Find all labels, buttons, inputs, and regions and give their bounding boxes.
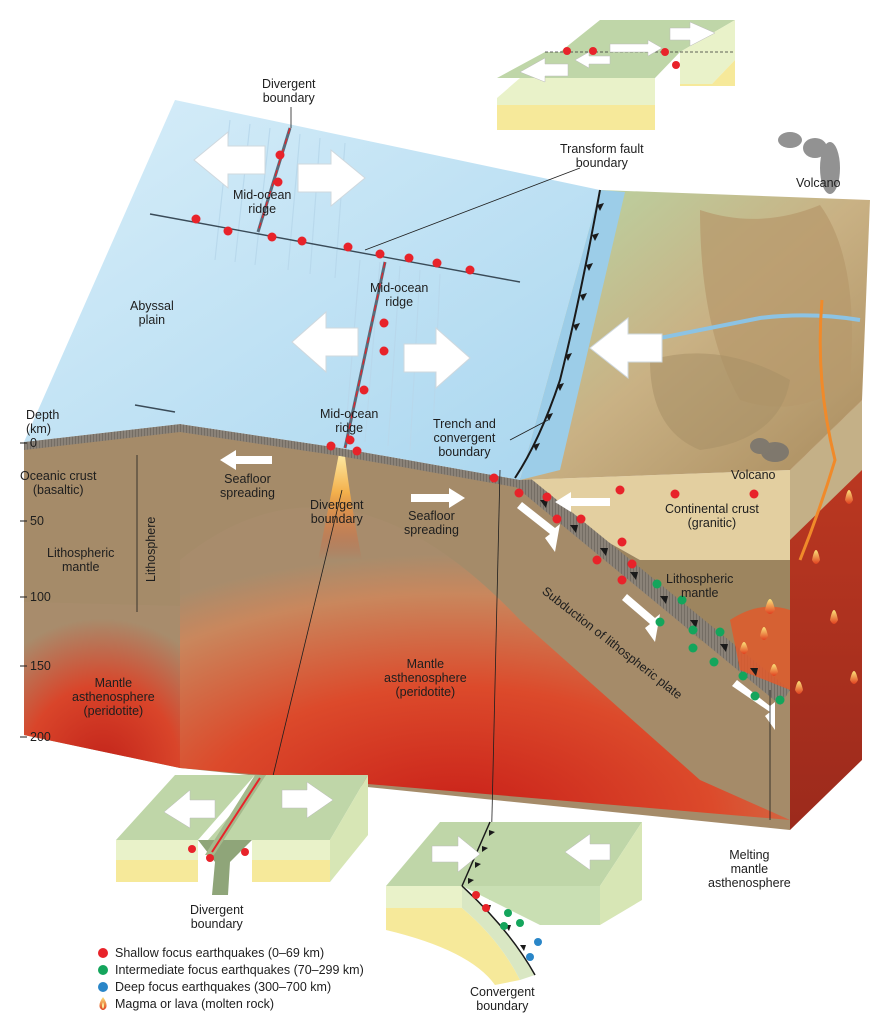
oceanic-crust-label: Oceanic crust (basaltic) [20,469,97,497]
subduction-teeth [540,500,758,676]
depth-label: Depth (km) [26,408,60,436]
legend-item-shallow: Shallow focus earthquakes (0–69 km) [98,944,364,961]
legend: Shallow focus earthquakes (0–69 km) Inte… [98,944,364,1012]
mantle-asthenosphere-center-label: Mantle asthenosphere (peridotite) [384,657,467,699]
volcano-smoke [750,132,840,462]
depth-tick-200: 200 [30,730,51,744]
divergent-boundary-center-label: Divergent boundary [310,498,364,526]
legend-label-magma: Magma or lava (molten rock) [115,996,275,1011]
transform-fault-label: Transform fault boundary [560,142,644,170]
intermediate-dot-icon [98,964,108,975]
melting-mantle-label: Melting mantle asthenosphere [708,848,791,890]
shallow-dot-icon [98,947,108,958]
flame-icon [99,996,107,1010]
seafloor-spreading-right-label: Seafloor spreading [404,509,459,537]
depth-tick-100: 100 [30,590,51,604]
depth-axis [20,442,27,738]
legend-item-magma: Magma or lava (molten rock) [98,995,364,1012]
shallow-earthquakes [191,150,759,585]
legend-label-deep: Deep focus earthquakes (300–700 km) [115,979,332,994]
plate-motion-arrows [193,130,663,390]
magma-conduit [798,299,837,561]
legend-label-intermediate: Intermediate focus earthquakes (70–299 k… [115,962,364,977]
intermediate-earthquakes [652,579,785,705]
mid-ocean-ridge-label-1: Mid-ocean ridge [233,188,292,216]
mid-ocean-ridge-label-2: Mid-ocean ridge [370,281,429,309]
legend-item-intermediate: Intermediate focus earthquakes (70–299 k… [98,961,364,978]
continental-crust-label: Continental crust (granitic) [665,502,759,530]
trench-convergent-label: Trench and convergent boundary [433,417,496,459]
legend-label-shallow: Shallow focus earthquakes (0–69 km) [115,945,325,960]
cross-section-front [24,424,790,830]
flow-arrows [220,450,775,730]
legend-item-deep: Deep focus earthquakes (300–700 km) [98,978,364,995]
continent-surface [514,189,870,480]
transform-inset [497,20,735,130]
volcano-top-label: Volcano [796,176,841,190]
depth-tick-50: 50 [30,514,44,528]
mid-ocean-ridge-label-3: Mid-ocean ridge [320,407,379,435]
mantle-asthenosphere-left-label: Mantle asthenosphere (peridotite) [72,676,155,718]
divergent-inset [116,775,368,895]
depth-tick-150: 150 [30,659,51,673]
convergent-inset-label: Convergent boundary [470,985,535,1013]
depth-tick-0: 0 [30,436,37,450]
magma-flames [740,490,858,694]
volcano-right-label: Volcano [731,468,776,482]
lithospheric-mantle-right-label: Lithospheric mantle [666,572,734,600]
convergent-inset [386,821,642,985]
lithospheric-mantle-left-label: Lithospheric mantle [47,546,115,574]
seafloor-spreading-left-label: Seafloor spreading [220,472,275,500]
abyssal-plain-label: Abyssal plain [130,299,174,327]
deep-dot-icon [98,981,108,992]
ocean-floor-surface [24,100,600,480]
divergent-boundary-top-label: Divergent boundary [262,77,316,105]
lithosphere-label: Lithosphere [144,516,158,582]
divergent-inset-label: Divergent boundary [190,903,244,931]
